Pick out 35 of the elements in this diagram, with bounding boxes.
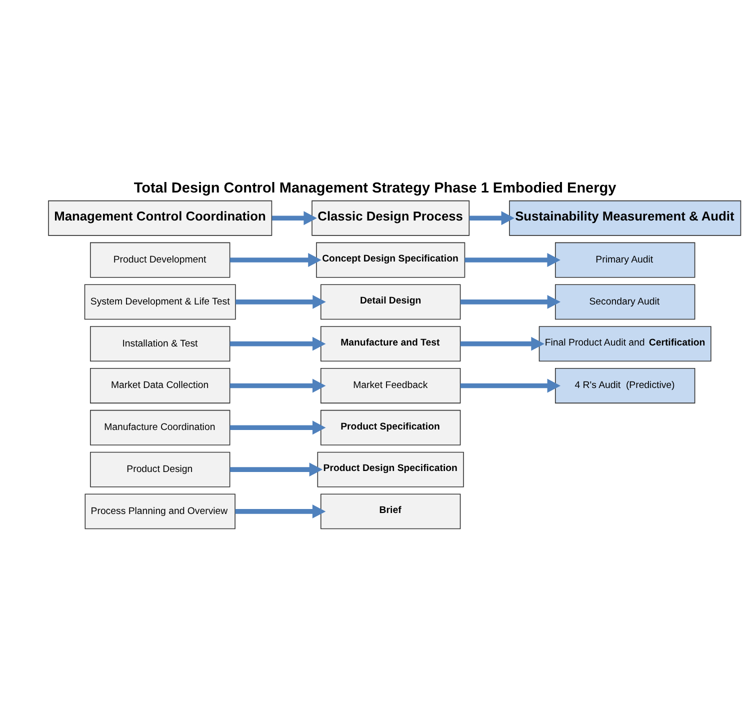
- arrow: [230, 462, 323, 476]
- arrow: [235, 504, 326, 518]
- arrow: [230, 253, 322, 267]
- node-box: Market Data Collection: [90, 368, 230, 404]
- node-box: Product Design Specification: [317, 452, 464, 488]
- arrow: [230, 420, 326, 435]
- arrow: [460, 294, 561, 309]
- arrow: [272, 211, 317, 226]
- node-box: 4 R's Audit (Predictive): [554, 368, 696, 404]
- node-box: Classic Design Process: [312, 200, 470, 236]
- node-box: Product Design: [90, 452, 230, 488]
- node-box: Product Development: [90, 242, 230, 278]
- node-box: Installation & Test: [90, 326, 230, 362]
- diagram-title: Total Design Control Management Strategy Phase 1 Embodied Energy: [134, 180, 616, 196]
- node-box: Management Control Coordination: [48, 200, 272, 236]
- arrow: [230, 378, 326, 393]
- node-box: Process Planning and Overview: [84, 494, 236, 530]
- node-box: Market Feedback: [320, 368, 461, 404]
- node-box: Manufacture Coordination: [90, 410, 230, 446]
- arrow: [236, 294, 326, 309]
- node-box: Brief: [320, 494, 461, 530]
- node-box: Product Specification: [320, 410, 461, 446]
- arrow: [464, 253, 560, 267]
- arrow: [230, 336, 326, 351]
- node-box: Detail Design: [320, 284, 461, 320]
- arrow: [469, 211, 515, 226]
- node-box: Concept Design Specification: [316, 242, 466, 278]
- node-box: Final Product Audit and Certification: [538, 326, 712, 362]
- arrow: [460, 336, 544, 351]
- node-box: Primary Audit: [554, 242, 696, 278]
- node-box: Manufacture and Test: [320, 326, 461, 362]
- arrow: [460, 378, 561, 393]
- node-box: System Development & Life Test: [84, 284, 236, 320]
- node-box: Sustainability Measurement & Audit: [509, 200, 742, 236]
- node-box: Secondary Audit: [554, 284, 696, 320]
